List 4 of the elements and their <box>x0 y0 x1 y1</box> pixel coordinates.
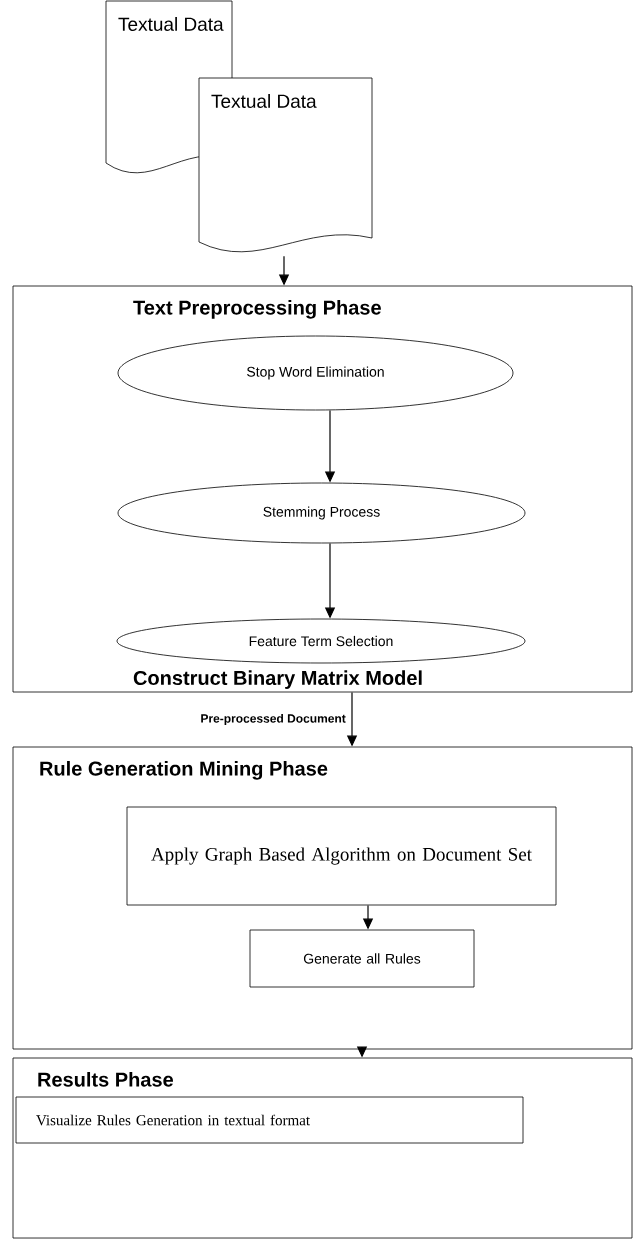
edge-label: Pre-processed Document <box>198 711 348 728</box>
process-box: Generate all Rules <box>249 929 475 988</box>
process-box: Visualize Rules Generation in textual format <box>15 1096 524 1144</box>
process-box: Apply Graph Based Algorithm on Document Set <box>126 806 557 906</box>
